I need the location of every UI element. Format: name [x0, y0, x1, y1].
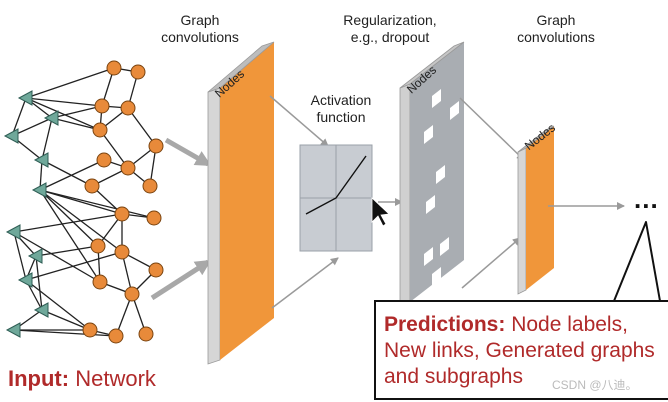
network-circle-node — [142, 178, 158, 194]
network-circle-node — [96, 152, 112, 168]
output-ellipsis: ... — [634, 184, 659, 214]
network-edge — [25, 251, 123, 281]
network-edge — [39, 189, 99, 247]
network-circle-nodes — [82, 60, 164, 344]
network-circle-node — [130, 64, 146, 80]
label-regularization: Regularization, e.g., dropout — [343, 12, 437, 45]
network-edge — [41, 159, 93, 187]
network-circle-node — [120, 160, 136, 176]
network-triangle-node — [33, 302, 49, 318]
dropout-hole — [450, 101, 459, 120]
network-circle-node — [90, 238, 106, 254]
network-circle-node — [108, 328, 124, 344]
network-circle-node — [148, 138, 164, 154]
network-edge — [13, 213, 123, 233]
arrow-network-to-layer1-bottom — [150, 259, 212, 301]
network-triangle-node — [5, 224, 21, 240]
network-triangle-node — [5, 322, 21, 338]
input-caption-bold: Input: — [8, 366, 70, 391]
network-edge — [11, 97, 27, 137]
network-circle-node — [106, 60, 122, 76]
activation-curve — [305, 155, 367, 215]
network-edge — [25, 97, 103, 107]
network-edge — [25, 67, 115, 99]
arrow-dropout-to-layer3-bottom — [461, 237, 521, 289]
network-circle-node — [84, 178, 100, 194]
watermark: CSDN @八迪。 — [552, 378, 638, 392]
network-edge — [25, 97, 101, 131]
network-edge — [41, 309, 91, 331]
input-network-graph — [3, 60, 164, 344]
arrow-network-to-layer1-top — [164, 137, 212, 167]
network-circle-node — [148, 262, 164, 278]
network-edge — [39, 189, 155, 219]
network-circle-node — [114, 244, 130, 260]
dropout-holes — [424, 89, 459, 286]
network-edge — [99, 129, 129, 169]
dropout-hole — [426, 195, 435, 214]
input-caption-rest: Network — [69, 366, 156, 391]
network-edge — [51, 105, 103, 119]
network-circle-node — [114, 206, 130, 222]
predictions-callout: Predictions: Node labels, New links, Gen… — [374, 300, 668, 400]
network-triangle-node — [43, 110, 59, 126]
network-edge — [13, 231, 101, 283]
callout-pointer — [613, 221, 661, 302]
arrow-layer1-to-activation-top — [269, 95, 329, 147]
network-edge — [39, 159, 43, 191]
network-circle-node — [146, 210, 162, 226]
network-edge — [25, 279, 91, 331]
dropout-hole — [424, 125, 433, 144]
network-edge — [35, 245, 99, 257]
dropout-hole — [424, 247, 433, 266]
network-circle-node — [82, 322, 98, 338]
predictions-rest: Node labels, New links, Generated graphs… — [384, 313, 655, 388]
label-activation-function: Activation function — [310, 92, 372, 125]
dropout-hole — [436, 165, 445, 184]
cursor-arrow-icon — [371, 197, 390, 227]
network-circle-node — [120, 100, 136, 116]
label-graph-convolutions-1: Graph convolutions — [161, 12, 239, 45]
network-edge — [35, 255, 43, 311]
dropout-hole — [440, 237, 449, 256]
network-edge — [39, 189, 101, 283]
network-edge — [11, 117, 53, 137]
network-edge — [51, 117, 101, 131]
network-circle-node — [124, 286, 140, 302]
dropout-hole — [432, 267, 441, 286]
activation-function-box — [299, 144, 373, 252]
network-circle-node — [138, 326, 154, 342]
network-circle-node — [92, 274, 108, 290]
graph-conv-layer-2 — [517, 125, 555, 295]
network-triangle-nodes — [3, 90, 59, 338]
network-circle-node — [92, 122, 108, 138]
arrow-dropout-to-layer3-top — [459, 97, 525, 161]
input-caption: Input: Network — [8, 366, 156, 392]
network-triangle-node — [27, 248, 43, 264]
network-triangle-node — [31, 182, 47, 198]
network-triangle-node — [17, 90, 33, 106]
network-edge — [13, 231, 27, 281]
network-edge — [13, 329, 117, 337]
dropout-layer — [399, 41, 465, 307]
network-triangle-node — [33, 152, 49, 168]
dropout-hole — [432, 89, 441, 108]
network-circle-node — [94, 98, 110, 114]
network-triangle-node — [17, 272, 33, 288]
network-edge — [39, 159, 105, 191]
network-edge — [127, 107, 157, 147]
predictions-bold: Predictions: — [384, 313, 506, 336]
network-edge — [41, 117, 53, 161]
label-graph-convolutions-2: Graph convolutions — [517, 12, 595, 45]
graph-conv-layer-1 — [207, 41, 275, 365]
arrow-layer1-to-activation-bottom — [271, 257, 339, 309]
network-triangle-node — [3, 128, 19, 144]
